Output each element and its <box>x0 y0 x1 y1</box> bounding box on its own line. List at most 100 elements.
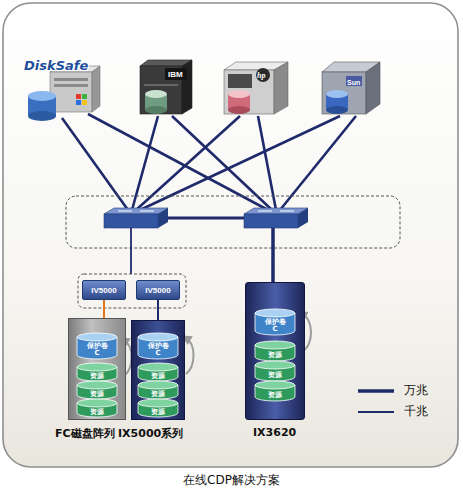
server-vent <box>144 84 178 86</box>
uplink <box>130 228 132 274</box>
resource-volume: 资源 <box>138 399 178 417</box>
caption: 在线CDP解决方案 <box>0 472 463 489</box>
legend-text: 千兆 <box>404 403 428 420</box>
legend: 万兆千兆 <box>358 380 428 422</box>
server-front <box>50 72 92 112</box>
legend-line <box>358 389 394 393</box>
switch-icon <box>104 208 168 214</box>
switch-icon <box>104 214 158 228</box>
node-label: 资源 <box>255 390 295 400</box>
node-label: 资源 <box>255 350 295 360</box>
disk-icon <box>145 106 167 114</box>
switch-icon <box>298 208 308 228</box>
switch-icon <box>244 208 308 214</box>
node-label: FC磁盘阵列 <box>55 426 115 441</box>
group-outline <box>78 274 186 308</box>
resource-volume: 资源 <box>255 361 295 381</box>
server-vent <box>54 84 88 87</box>
server-panel <box>228 74 252 88</box>
node-label: 资源 <box>138 389 178 399</box>
legend-line <box>358 411 394 413</box>
disk-top <box>138 399 178 407</box>
switch-icon <box>158 208 168 228</box>
disk-top <box>77 333 117 341</box>
wire <box>140 116 340 210</box>
resource-volume: 资源 <box>138 381 178 399</box>
logo-plate <box>165 68 187 80</box>
node-label: IBM <box>168 70 183 79</box>
legend-row: 千兆 <box>358 401 428 422</box>
server-front <box>140 66 182 114</box>
server-side <box>366 62 380 114</box>
windows-logo <box>82 94 87 99</box>
group-outline <box>66 196 400 248</box>
node-label: C <box>77 349 117 357</box>
node-label: 资源 <box>77 389 117 399</box>
switch-arrows <box>258 211 294 212</box>
node-label: DiskSafe <box>24 58 88 73</box>
node-label: IV5000 <box>83 286 125 295</box>
windows-logo <box>76 94 81 99</box>
storage-array: FC磁盘阵列保护卷C资源资源资源 <box>68 318 126 420</box>
node-label: 资源 <box>77 407 117 417</box>
node-label: hp <box>257 71 265 80</box>
disk-top <box>255 341 295 349</box>
node-label: 资源 <box>77 371 117 381</box>
node-label: C <box>138 349 178 357</box>
storage-array: IX5000系列保护卷C资源资源资源 <box>131 320 185 420</box>
server: Sun <box>318 58 382 116</box>
resource-volume: 资源 <box>255 341 295 361</box>
resource-volume: 资源 <box>255 381 295 401</box>
disk-top <box>255 381 295 389</box>
resource-volume: 资源 <box>77 363 117 381</box>
node-label: 资源 <box>138 371 178 381</box>
connector-line <box>103 300 105 318</box>
uplink <box>271 228 275 282</box>
resource-volume: 资源 <box>77 399 117 417</box>
node-label: 资源 <box>138 407 178 417</box>
disk-top <box>255 309 295 317</box>
trunk-link <box>168 217 244 220</box>
legend-text: 万兆 <box>404 382 428 399</box>
resource-volume: 资源 <box>77 381 117 399</box>
node-label: IV5000 <box>137 286 179 295</box>
server: IBM <box>136 58 194 116</box>
disk-icon <box>228 90 250 98</box>
cdp-appliance: IV5000 <box>136 280 180 300</box>
disk-icon <box>145 90 167 98</box>
replication-arrow <box>186 338 194 374</box>
disk-icon <box>28 111 56 121</box>
disk-top <box>255 361 295 369</box>
storage-array: IX3620保护卷C资源资源资源 <box>245 282 305 420</box>
frame <box>3 3 458 467</box>
switch-icon <box>244 214 298 228</box>
disk-top <box>77 363 117 371</box>
disk-icon <box>228 106 250 114</box>
legend-row: 万兆 <box>358 380 428 401</box>
server-front <box>322 72 366 114</box>
resource-volume: 资源 <box>138 363 178 381</box>
disk-top <box>77 381 117 389</box>
protected-volume: 保护卷C <box>77 333 117 359</box>
cdp-appliance: IV5000 <box>82 280 126 300</box>
disk-icon <box>28 91 56 101</box>
node-label: C <box>255 325 295 333</box>
server: hp <box>222 58 290 116</box>
server-vent <box>54 78 88 81</box>
disk-top <box>138 333 178 341</box>
node-label: Sun <box>347 79 360 86</box>
protected-volume: 保护卷C <box>138 333 178 359</box>
server-side <box>92 66 100 112</box>
disk-top <box>77 399 117 407</box>
node-label: IX5000系列 <box>118 426 183 441</box>
switch-arrows <box>118 211 154 212</box>
node-label: IX3620 <box>253 426 296 439</box>
wire <box>132 116 158 210</box>
legend-line-sample <box>358 385 394 397</box>
disk-icon <box>326 106 348 114</box>
disk-top <box>138 381 178 389</box>
disk-icon <box>326 90 348 98</box>
windows-logo <box>76 100 81 105</box>
windows-logo <box>82 100 87 105</box>
